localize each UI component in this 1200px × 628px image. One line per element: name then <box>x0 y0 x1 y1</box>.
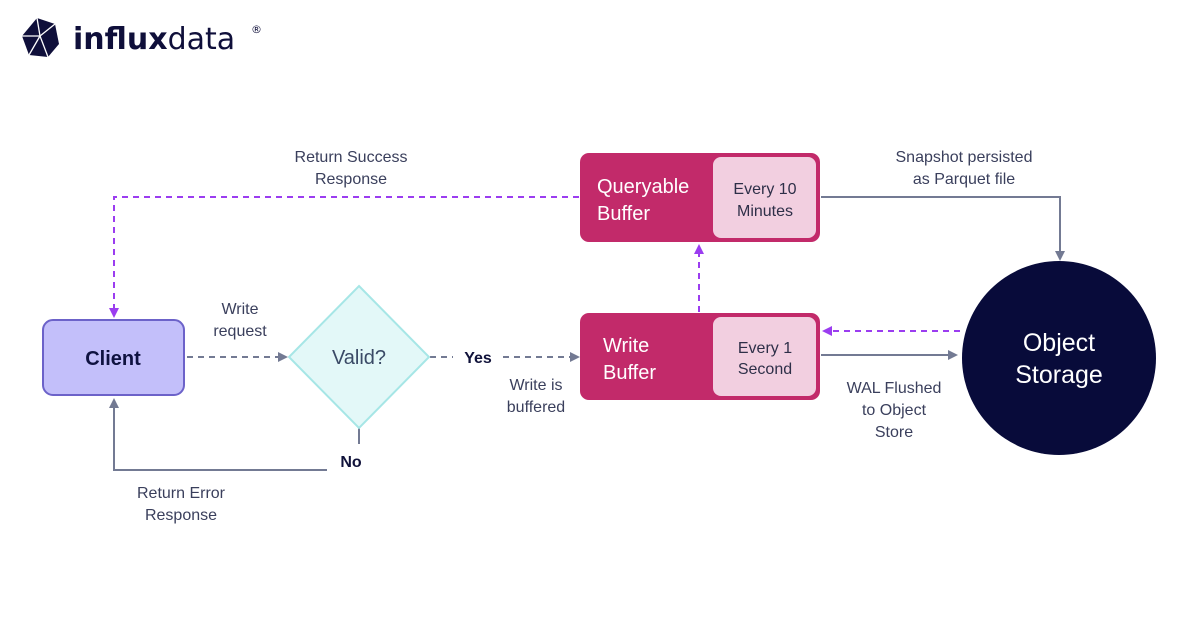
influxdata-cube-icon <box>22 17 59 58</box>
queryable-interval-line2: Minutes <box>737 203 793 220</box>
queryable-buffer-label-line1: Queryable <box>597 176 689 198</box>
wal-flushed-label-line3: Store <box>875 424 913 441</box>
write-buffer-label-line1: Write <box>603 335 649 357</box>
object-storage-label-line2: Storage <box>1015 361 1103 389</box>
return-error-label-line2: Response <box>145 507 217 524</box>
object-storage-node: Object Storage <box>962 261 1156 455</box>
brand-name: influxdata <box>73 22 235 57</box>
client-label: Client <box>85 348 141 370</box>
write-buffer-node: Write Buffer Every 1 Second <box>580 313 820 400</box>
return-success-label-line2: Response <box>315 171 387 188</box>
write-buffered-label-line2: buffered <box>507 399 565 416</box>
queryable-interval-line1: Every 10 <box>733 181 796 198</box>
snapshot-arrow <box>821 196 1065 261</box>
write-interval-line1: Every 1 <box>738 340 792 357</box>
yes-label: Yes <box>464 350 492 367</box>
registered-mark: ® <box>251 23 262 36</box>
no-label: No <box>340 454 362 471</box>
return-success-label-line1: Return Success <box>295 149 408 166</box>
valid-label: Valid? <box>332 347 386 369</box>
queryable-buffer-node: Queryable Buffer Every 10 Minutes <box>580 153 820 242</box>
write-buffer-label-line2: Buffer <box>603 362 656 384</box>
snapshot-label-line1: Snapshot persisted <box>896 149 1033 166</box>
return-success-arrow <box>109 196 579 318</box>
validation-decision: Valid? <box>287 284 431 430</box>
queryable-buffer-label-line2: Buffer <box>597 203 650 225</box>
object-storage-label-line1: Object <box>1023 329 1095 357</box>
wal-flushed-label-line1: WAL Flushed <box>847 380 942 397</box>
snapshot-label-line2: as Parquet file <box>913 171 1015 188</box>
influxdata-logo: influxdata ® <box>22 17 262 58</box>
write-buffered-label-line1: Write is <box>509 377 562 394</box>
write-request-label-line2: request <box>213 323 267 340</box>
wal-flushed-label-line2: to Object <box>862 402 927 419</box>
return-error-arrow <box>109 398 327 471</box>
return-error-label-line1: Return Error <box>137 485 226 502</box>
client-node: Client <box>42 319 185 396</box>
write-interval-line2: Second <box>738 361 792 378</box>
write-request-label-line1: Write <box>221 301 258 318</box>
